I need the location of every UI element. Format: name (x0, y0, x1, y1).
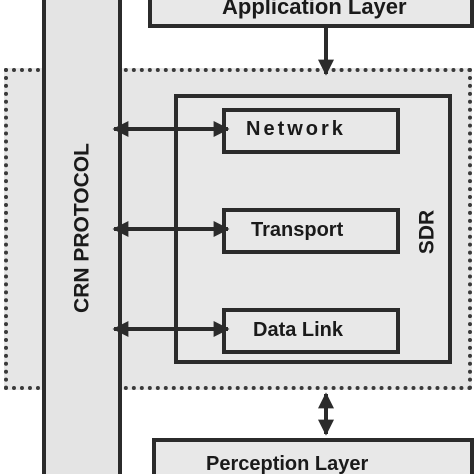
network-layer-label: Network (246, 118, 346, 140)
perception-layer-box (152, 438, 474, 474)
sdr-label: SDR (415, 209, 439, 255)
data-link-layer-label: Data Link (253, 319, 344, 341)
application-layer-label: Application Layer (222, 0, 407, 19)
network-layer-box (222, 108, 400, 154)
crn-protocol-label: CRN PROTOCOL (70, 143, 94, 313)
application-layer-box (148, 0, 474, 28)
crn-protocol-bar (42, 0, 122, 474)
perception-layer-label: Perception Layer (206, 453, 369, 474)
data-link-layer-box (222, 308, 400, 354)
transport-layer-label: Transport (251, 219, 344, 241)
